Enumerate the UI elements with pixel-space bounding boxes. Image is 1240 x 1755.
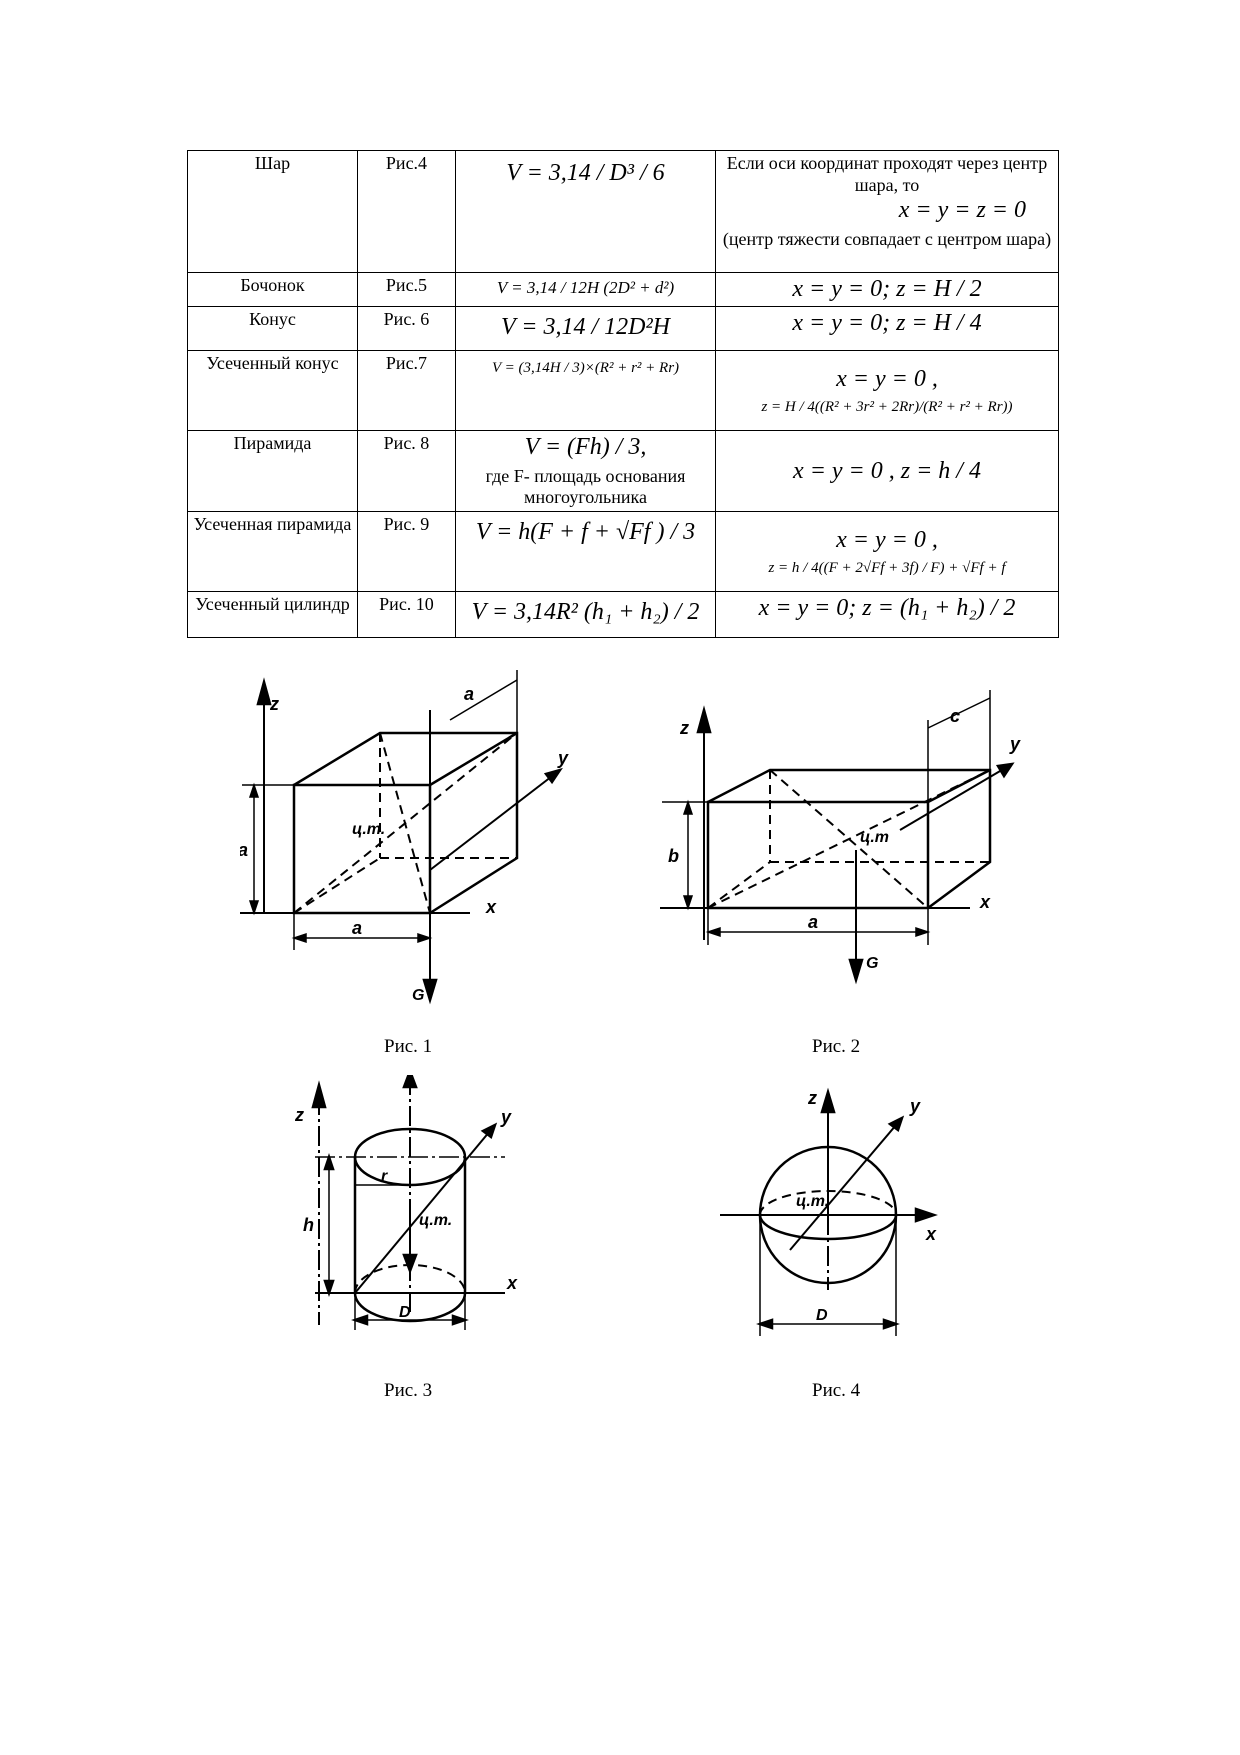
center-formula: x = y = 0 , z = h / 4 [793,457,981,484]
center-formula: x = y = 0; z = (h₁ + h₂) / 2 [758,594,1016,621]
figure-ref: Рис. 8 [357,430,456,512]
figure-1-caption: Рис. 1 [384,1036,433,1057]
center-formula-z: z = h / 4((F + 2√Ff + 3f) / F) + √Ff + f [768,559,1006,576]
fig1-label-y: y [557,748,569,768]
shape-name: Усеченная пирамида [187,510,358,592]
fig2-label-z: z [679,718,689,738]
shape-name: Пирамида [187,430,358,512]
fig3-label-x: x [506,1273,518,1293]
center-cell: x = y = 0; z = (h₁ + h₂) / 2 [715,590,1059,638]
properties-table: Шар Рис.4 V = 3,14 / D³ / 6 Если оси коо… [187,150,1059,638]
fig2-label-c: c [950,706,960,726]
volume-formula: V = (Fh) / 3, где F- площадь основания м… [455,430,716,512]
figure-2-caption: Рис. 2 [812,1036,861,1057]
fig1-label-a-side: a [240,840,248,860]
figure-ref: Рис.5 [357,272,456,307]
center-note: (центр тяжести совпадает с центром шара) [722,228,1052,249]
table-row: Усеченный конус Рис.7 V = (3,14H / 3)×(R… [187,350,1059,431]
center-formula: x = y = 0 , [836,527,938,554]
volume-formula: V = h(F + f + √Ff ) / 3 [455,510,716,592]
figure-2-box: z y x c b a ц.т G [660,690,1021,985]
fig2-label-y: y [1009,734,1021,754]
fig1-label-a-top: a [464,684,474,704]
fig4-label-y: y [909,1096,921,1116]
center-text: Если оси координат проходят через центр … [726,153,1048,195]
fig1-label-a-bottom: a [352,918,362,938]
figure-ref: Рис. 9 [357,510,456,592]
fig4-label-z: z [807,1088,817,1108]
fig1-label-z: z [269,694,279,714]
fig2-label-a: a [808,912,818,932]
center-cell: x = y = 0 , z = H / 4((R² + 3r² + 2Rr)/(… [715,350,1059,431]
fig2-label-ct: ц.т [860,829,889,846]
figure-ref: Рис.7 [357,350,456,431]
table-row: Усеченная пирамида Рис. 9 V = h(F + f + … [187,510,1059,592]
center-cell: x = y = 0 , z = h / 4((F + 2√Ff + 3f) / … [715,510,1059,592]
center-cell: x = y = 0; z = H / 4 [715,306,1059,351]
fig2-label-b: b [668,846,679,866]
figure-ref: Рис.4 [357,150,456,273]
figure-ref: Рис. 10 [357,590,456,638]
fig3-label-r: r [381,1168,388,1185]
center-cell: Если оси координат проходят через центр … [715,150,1059,273]
table-row: Пирамида Рис. 8 V = (Fh) / 3, где F- пло… [187,430,1059,512]
volume-formula: V = 3,14R² (h₁ + h₂) / 2 [455,590,716,638]
fig3-label-d: D [399,1304,411,1321]
shape-name: Конус [187,306,358,351]
shape-name: Усеченный цилиндр [187,590,358,638]
fig1-label-x: x [485,897,497,917]
shape-name: Шар [187,150,358,273]
center-formula: x = y = 0 , [836,366,938,393]
table-row: Усеченный цилиндр Рис. 10 V = 3,14R² (h₁… [187,590,1059,638]
figure-4-sphere: z y x ц.т. D [720,1087,938,1336]
fig4-label-x: x [925,1224,937,1244]
figure-3-cylinder: z y x r h ц.т. D [295,1075,518,1330]
table-row: Бочонок Рис.5 V = 3,14 / 12H (2D² + d²) … [187,272,1059,307]
volume-formula: V = (3,14H / 3)×(R² + r² + Rr) [455,350,716,431]
fig2-label-x: x [979,892,991,912]
fig1-label-g: G [412,987,424,1004]
figure-4-caption: Рис. 4 [812,1380,861,1401]
center-formula: x = y = 0; z = H / 4 [792,310,982,336]
volume-formula: V = 3,14 / 12D²H [455,306,716,351]
fig3-label-y: y [500,1107,512,1127]
volume-note: где F- площадь основания многоугольника [485,465,686,508]
volume-formula: V = 3,14 / D³ / 6 [455,150,716,273]
center-formula: x = y = z = 0 [898,197,1026,224]
table-row: Шар Рис.4 V = 3,14 / D³ / 6 Если оси коо… [187,150,1059,273]
fig3-label-h: h [303,1215,314,1235]
center-formula-z: z = H / 4((R² + 3r² + 2Rr)/(R² + r² + Rr… [761,398,1013,415]
figure-3-caption: Рис. 3 [384,1380,433,1401]
fig2-label-g: G [866,955,878,972]
shape-name: Бочонок [187,272,358,307]
center-cell: x = y = 0 , z = h / 4 [715,430,1059,512]
figure-1-cube: z y x a a a ц.т. G [240,670,569,1005]
shape-name: Усеченный конус [187,350,358,431]
fig3-label-z: z [295,1105,304,1125]
figure-ref: Рис. 6 [357,306,456,351]
table-row: Конус Рис. 6 V = 3,14 / 12D²H x = y = 0;… [187,306,1059,351]
volume-formula: V = 3,14 / 12H (2D² + d²) [455,272,716,307]
fig3-label-ct: ц.т. [419,1212,452,1229]
center-cell: x = y = 0; z = H / 2 [715,272,1059,307]
center-formula: x = y = 0; z = H / 2 [792,276,982,302]
fig4-label-ct: ц.т. [796,1193,829,1210]
fig4-label-d: D [816,1307,828,1324]
fig1-label-ct: ц.т. [352,821,385,838]
